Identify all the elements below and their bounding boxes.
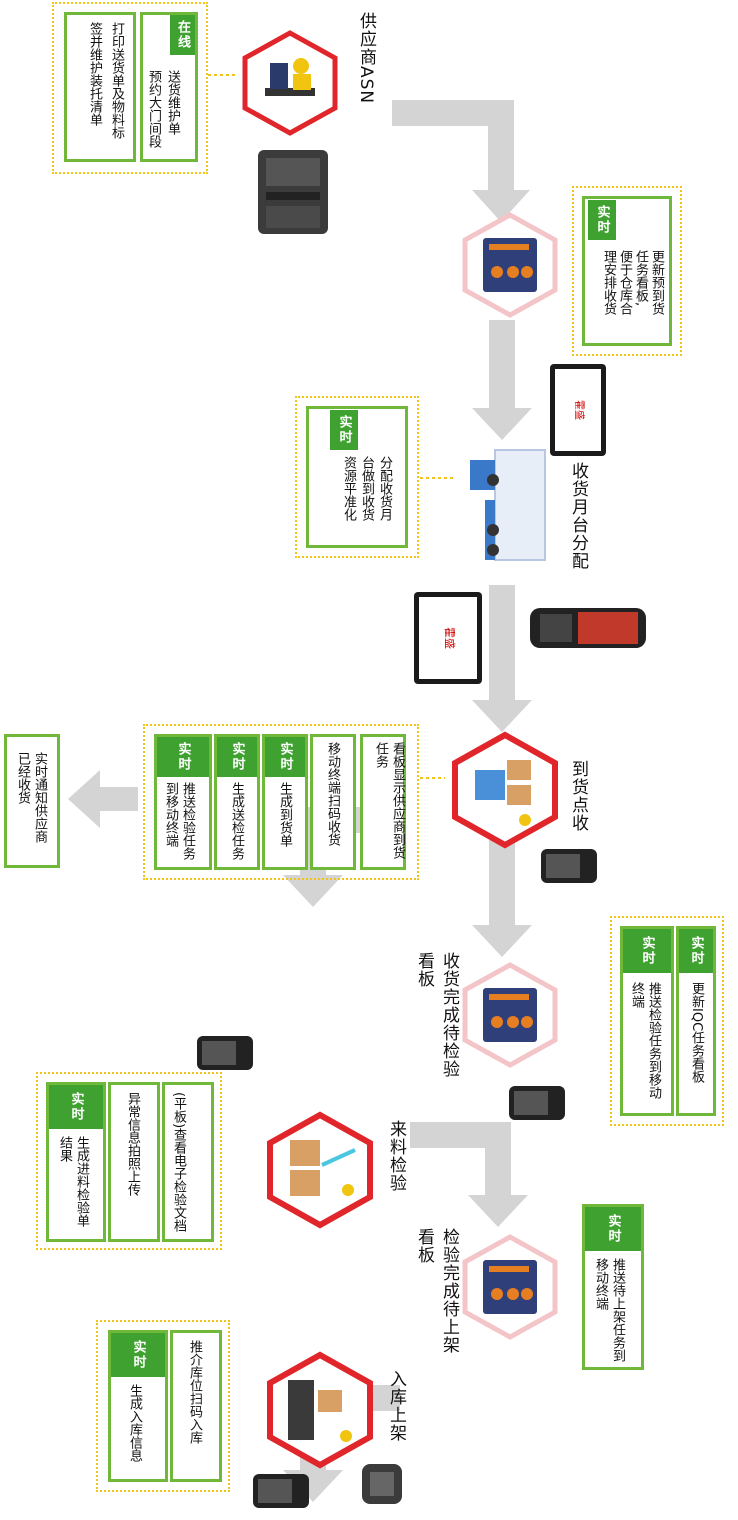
handheld-scanner-icon	[528, 598, 648, 658]
iqc-item-2-text: 异常信息拍照上传	[125, 1092, 140, 1196]
asn-line-2: 预约大门间段	[146, 70, 161, 148]
ring-scanner-icon	[360, 1462, 404, 1506]
step-board2-title: 检验完成待上架看板	[414, 1228, 459, 1354]
putaway-panel	[96, 1320, 230, 1492]
arrival-item-5-text: 推送检验任务到移动终端	[163, 782, 195, 860]
putaway-item-1-text: 推介库位扫码入库	[187, 1340, 202, 1444]
supplier-desk-icon	[242, 30, 338, 136]
step-board1-node	[455, 960, 565, 1074]
arrival-item-2-text: 移动终端扫码收货	[325, 742, 340, 846]
step-arrival-title: 到货点收	[568, 760, 588, 832]
putaway-item-2-text: 生成入库信息	[127, 1384, 142, 1462]
board1-item-1-tag: 实时	[679, 929, 713, 973]
arrival-item-3-tag: 实时	[265, 737, 305, 777]
iqc-item-3-tag: 实时	[49, 1085, 103, 1129]
board1-item-2-text: 推送检验任务到移动终端	[629, 982, 661, 1099]
handheld-scanner-icon	[252, 1470, 310, 1512]
arrival-item-5-tag: 实时	[157, 737, 209, 777]
board0-line-4: 理安排收货	[601, 250, 616, 315]
yard-line-2: 台做到收货	[359, 456, 374, 521]
iqc-item-2	[108, 1082, 160, 1242]
board0-tag: 实时	[588, 200, 616, 240]
handheld-scanner-icon	[196, 1032, 254, 1074]
asn-sub-2: 签并维护装托清单	[87, 22, 102, 126]
step-yard-node	[455, 440, 565, 584]
flow-arrow-2	[489, 320, 515, 415]
truck-icon	[470, 449, 546, 561]
board0-line-1: 更新预到货	[649, 250, 664, 315]
step-iqc-node	[260, 1110, 380, 1234]
step-arrival-node	[445, 730, 565, 854]
flow-arrow-4	[489, 840, 515, 930]
board0-line-3: 便于仓库合	[617, 250, 632, 315]
asn-sub-1: 打印送货单及物料标	[109, 22, 124, 139]
handheld-scanner-icon	[540, 845, 598, 887]
asn-sub-box	[64, 12, 136, 162]
step-putaway-title: 入库上架	[386, 1370, 406, 1442]
board0-panel	[572, 186, 682, 356]
step-board1-title: 收货完成待检验看板	[414, 952, 459, 1078]
yard-panel	[295, 396, 419, 558]
step-putaway-node	[260, 1350, 380, 1474]
step-yard-title: 收货月台分配	[568, 462, 588, 570]
board1-item-1-text: 更新IQC任务看板	[689, 982, 704, 1084]
notify-text: 实时通知供应商已经收货	[15, 752, 47, 843]
arrival-item-3-text: 生成到货单	[277, 782, 292, 847]
scanner-worker-icon	[267, 1351, 373, 1469]
yard-tag: 实时	[330, 410, 358, 450]
yard-line-1: 分配收货月	[377, 456, 392, 521]
tablet-icon: 霍盛	[412, 590, 484, 686]
svg-text:霍盛: 霍盛	[573, 400, 586, 420]
putaway-item-2-tag: 实时	[111, 1333, 165, 1377]
arrival-item-4-text: 生成送检任务	[229, 782, 244, 860]
step-asn-title: 供应商ASN	[356, 12, 376, 105]
flow-arrow-notify	[98, 787, 138, 811]
yard-line-3: 资源平准化	[341, 456, 356, 521]
asn-line-1: 送货维护单	[165, 70, 180, 135]
asn-tag: 在线	[170, 15, 195, 55]
board2-tag: 实时	[585, 1207, 641, 1251]
forklift-icon	[452, 731, 558, 849]
step-asn-node	[235, 28, 345, 142]
arrival-item-2	[310, 734, 356, 870]
arrival-item-1-text: 看板显示供应商到货任务	[373, 742, 405, 859]
board2-text: 推送待上架任务到移动终端	[593, 1258, 625, 1362]
kanban-board-icon	[462, 1234, 558, 1340]
tablet-icon: 霍盛	[548, 362, 608, 458]
arrival-item-1	[360, 734, 406, 870]
board0-line-2: 任务看板,	[633, 250, 648, 307]
arrival-panel	[143, 724, 419, 880]
handheld-scanner-icon	[508, 1082, 566, 1124]
asn-panel	[52, 2, 208, 174]
printer-icon	[252, 140, 334, 240]
step-iqc-title: 来料检验	[386, 1120, 406, 1192]
inspection-icon	[267, 1111, 373, 1229]
iqc-item-3-text: 生成进料检验单结果	[57, 1136, 89, 1227]
svg-text:霍盛: 霍盛	[443, 627, 457, 649]
iqc-panel	[36, 1072, 222, 1250]
putaway-item-1	[170, 1330, 222, 1482]
iqc-item-1-text: (平板)查看电子检验文档	[171, 1092, 186, 1233]
step-board2-node	[455, 1232, 565, 1346]
notify-box	[4, 734, 60, 868]
board1-item-2-tag: 实时	[623, 929, 671, 973]
kanban-board-icon	[462, 962, 558, 1068]
kanban-board-icon	[462, 212, 558, 318]
board0-box	[582, 196, 672, 346]
arrival-item-4-tag: 实时	[217, 737, 257, 777]
flow-arrow-3	[489, 585, 515, 705]
iqc-item-1	[162, 1082, 214, 1242]
step-board0-node	[455, 210, 565, 324]
board1-panel	[610, 916, 724, 1126]
